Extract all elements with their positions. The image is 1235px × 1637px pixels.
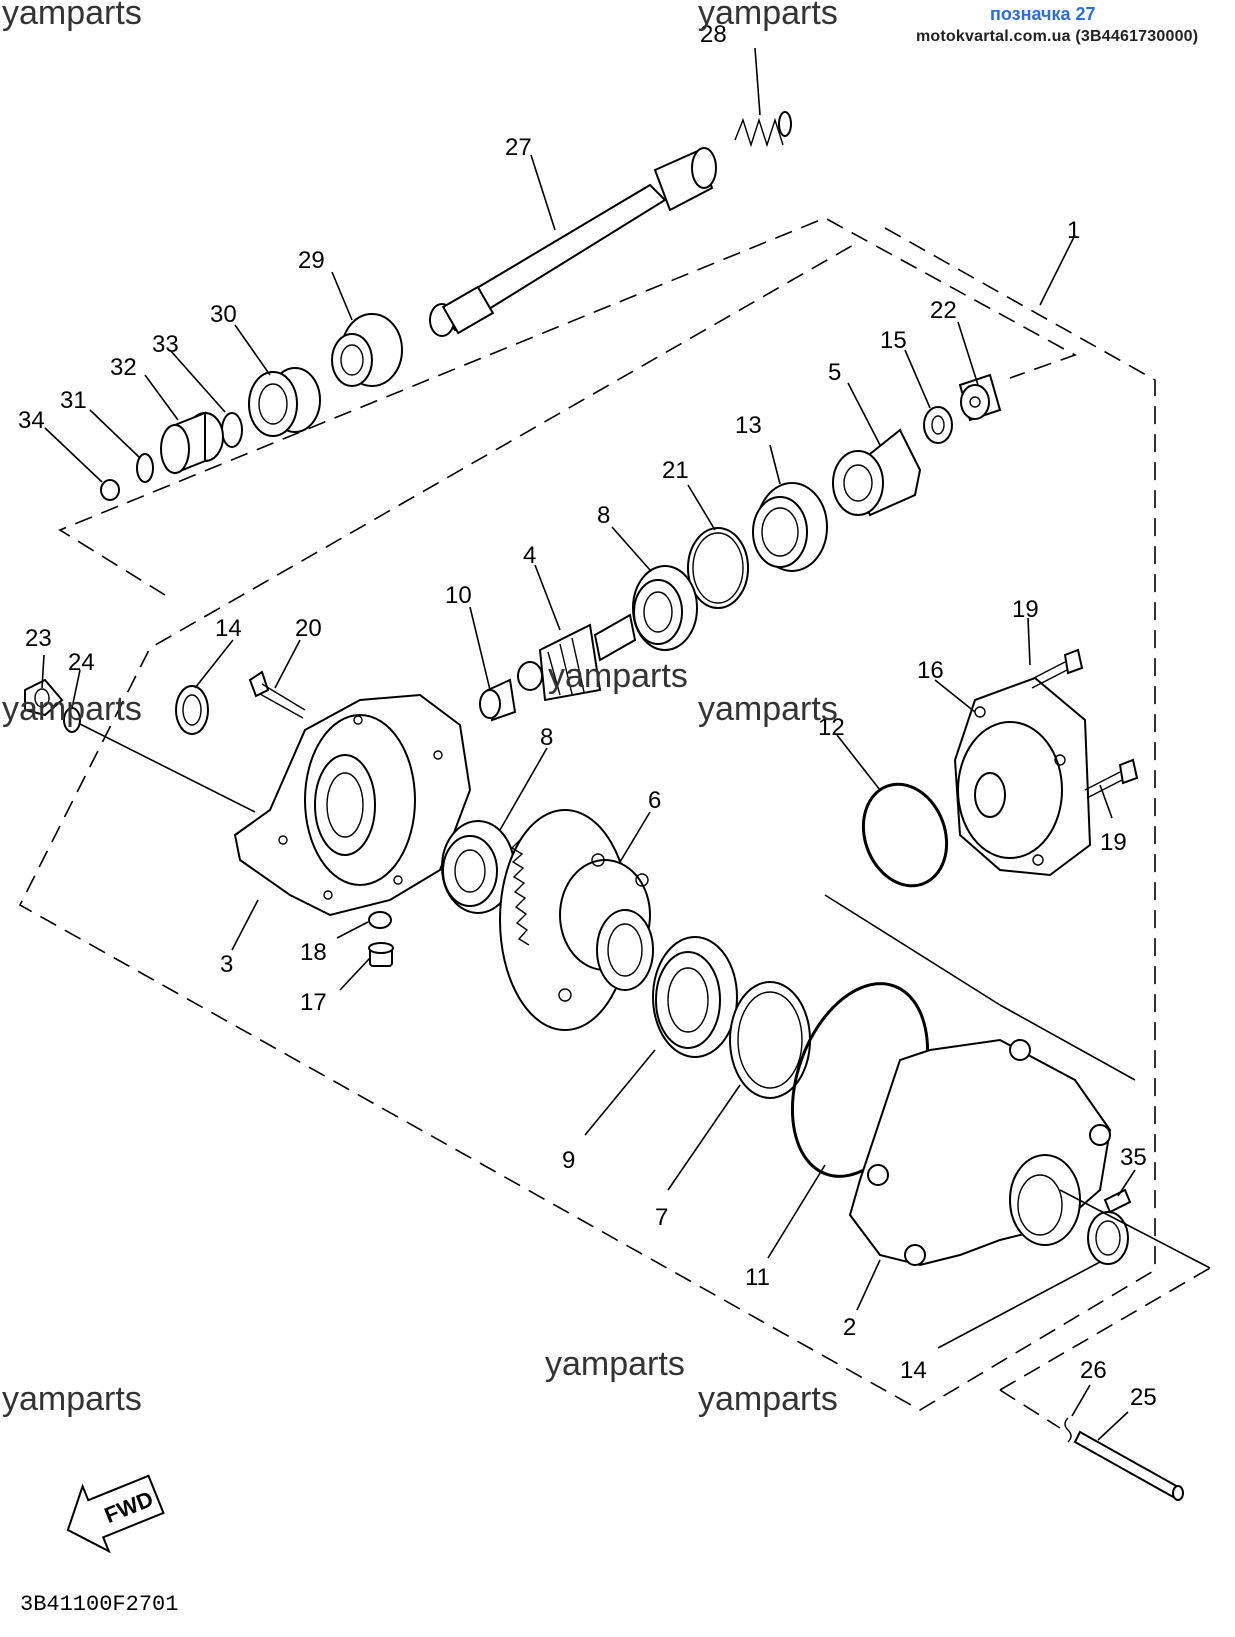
oil-seal-14-left — [175, 685, 209, 735]
dowel-pin-35 — [1103, 1188, 1132, 1214]
label-15: 15 — [880, 327, 907, 354]
label-30: 30 — [210, 301, 237, 328]
label-11: 11 — [745, 1264, 770, 1291]
label-25: 25 — [1130, 1384, 1157, 1411]
needle-bearing-32 — [160, 411, 224, 475]
label-34: 34 — [18, 407, 45, 434]
label-9: 9 — [562, 1147, 575, 1174]
label-29: 29 — [298, 247, 325, 274]
label-16: 16 — [917, 657, 944, 684]
assembly-outline-pin — [999, 1389, 1061, 1429]
diagram-code: 3B41100F2701 — [20, 1592, 179, 1617]
label-20: 20 — [295, 615, 322, 642]
label-23: 23 — [25, 625, 52, 652]
bolt-19-lower — [1084, 758, 1139, 799]
label-33: 33 — [152, 331, 179, 358]
pinion-gear-4 — [517, 613, 637, 702]
gear-case-housing-2 — [848, 1038, 1112, 1267]
ring-gear-6 — [499, 809, 654, 1031]
assembly-outline-right — [999, 1267, 1211, 1391]
watermark: yamparts — [545, 1345, 685, 1383]
label-3: 3 — [220, 951, 233, 978]
label-17: 17 — [300, 989, 327, 1016]
circlip-33 — [221, 412, 243, 448]
plug-34 — [100, 479, 120, 501]
circlip-21 — [687, 527, 749, 609]
header-source: motokvartal.com.ua (3B4461730000) — [916, 28, 1199, 45]
label-14b: 14 — [900, 1357, 927, 1384]
gear-case-housing-3 — [233, 693, 472, 917]
washer-15 — [923, 406, 953, 444]
watermark: yamparts — [2, 0, 142, 32]
label-6: 6 — [648, 787, 661, 814]
label-22: 22 — [930, 297, 957, 324]
leader-lines — [41, 47, 1136, 1441]
label-2: 2 — [843, 1314, 856, 1341]
label-13: 13 — [735, 412, 762, 439]
bearing-8-upper — [632, 565, 698, 651]
label-19b: 19 — [1100, 829, 1127, 856]
label-24: 24 — [68, 649, 95, 676]
assembly-outline-upper — [58, 217, 1077, 596]
label-32: 32 — [110, 354, 137, 381]
label-28: 28 — [700, 21, 727, 48]
cover-16 — [953, 676, 1092, 877]
watermark: yamparts — [2, 1380, 142, 1418]
label-7: 7 — [655, 1204, 668, 1231]
bolt-19-upper — [1029, 648, 1084, 689]
circlip-31 — [136, 453, 154, 483]
label-18: 18 — [300, 939, 327, 966]
bearing-9 — [652, 936, 738, 1058]
oil-seal-30 — [248, 367, 321, 437]
oil-seal-14-right — [1087, 1211, 1129, 1265]
drive-shaft — [429, 147, 717, 337]
label-26: 26 — [1080, 1357, 1107, 1384]
watermark: yamparts — [698, 1380, 838, 1418]
o-ring-12 — [861, 782, 949, 888]
coupling-gear-5 — [832, 428, 922, 517]
watermark: yamparts — [698, 690, 838, 728]
label-27: 27 — [505, 134, 532, 161]
fwd-arrow: FWD — [66, 1474, 165, 1554]
watermark: yamparts — [2, 690, 142, 728]
part-number-labels: 28 27 1 29 22 30 15 33 32 5 31 34 13 21 … — [18, 21, 1157, 1411]
label-8b: 8 — [540, 724, 553, 751]
oil-seal-13 — [752, 482, 828, 572]
label-31: 31 — [60, 387, 87, 414]
header-link[interactable]: позначка 27 — [990, 4, 1096, 24]
label-1: 1 — [1067, 217, 1080, 244]
label-8a: 8 — [597, 502, 610, 529]
label-4: 4 — [523, 542, 536, 569]
needle-bearing-10 — [479, 678, 517, 722]
spring — [734, 111, 792, 148]
nut-22 — [958, 373, 1002, 422]
cotter-pin-26 — [1064, 1417, 1072, 1443]
label-35: 35 — [1120, 1144, 1147, 1171]
drain-plug-17 — [368, 942, 394, 967]
label-10: 10 — [445, 582, 472, 609]
bearing-29 — [331, 313, 403, 387]
label-14a: 14 — [215, 615, 242, 642]
shaft-pin-25 — [1073, 1430, 1184, 1501]
label-5: 5 — [828, 359, 841, 386]
bolt-20 — [248, 670, 306, 719]
washer-18 — [368, 911, 392, 929]
watermark: yamparts — [548, 657, 688, 695]
assembly-outline-main — [18, 227, 1156, 1411]
shim-7 — [729, 981, 811, 1099]
watermark: yamparts — [698, 0, 838, 32]
label-19a: 19 — [1012, 596, 1039, 623]
label-12: 12 — [818, 714, 845, 741]
label-21: 21 — [662, 457, 689, 484]
